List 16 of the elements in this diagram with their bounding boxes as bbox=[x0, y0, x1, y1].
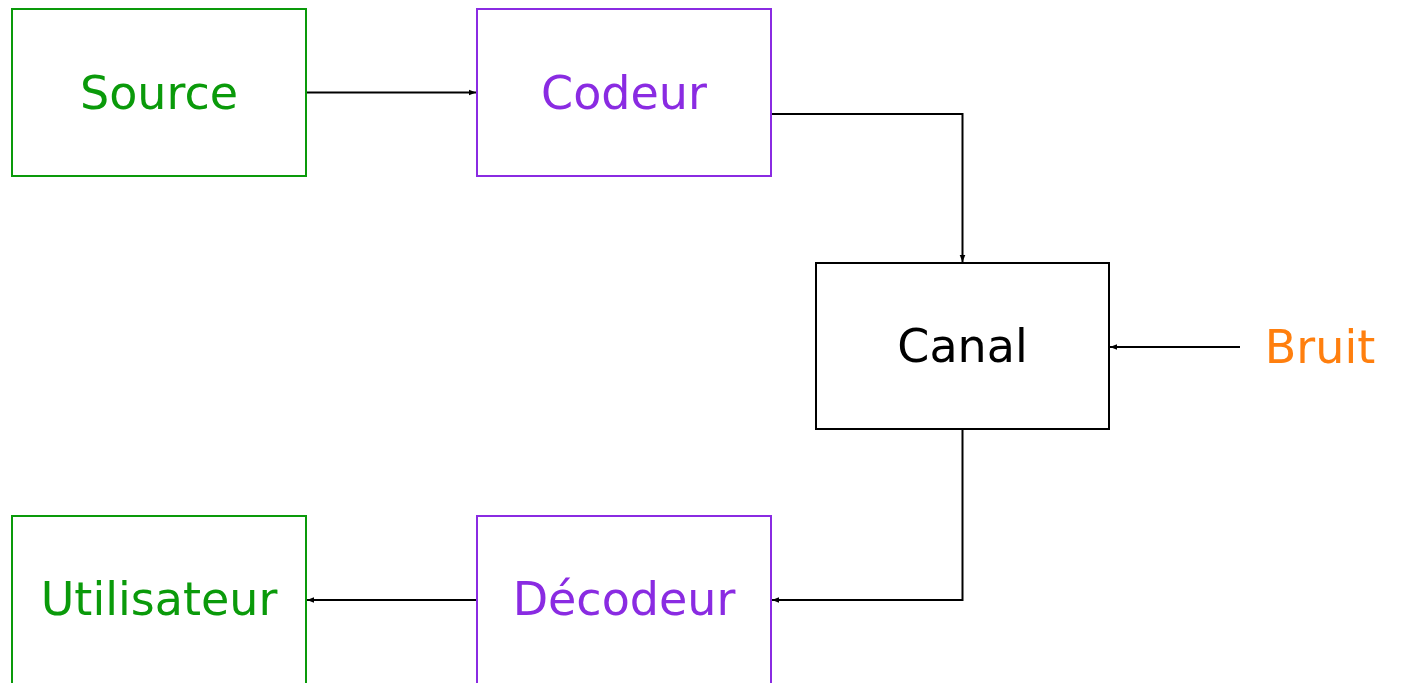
box-label: Décodeur bbox=[512, 572, 736, 626]
process-box bbox=[476, 515, 772, 683]
arrow bbox=[771, 113, 966, 263]
process-box bbox=[11, 8, 307, 177]
process-box bbox=[815, 262, 1110, 430]
box-label: Utilisateur bbox=[40, 572, 278, 626]
box-label: Canal bbox=[897, 319, 1028, 373]
box-label: Source bbox=[80, 65, 238, 120]
arrow bbox=[306, 597, 477, 603]
arrow bbox=[771, 429, 964, 603]
box-label: Codeur bbox=[541, 65, 707, 120]
arrow bbox=[1109, 344, 1241, 350]
input-label: Bruit bbox=[1240, 317, 1400, 377]
process-box bbox=[476, 8, 772, 177]
arrow bbox=[306, 89, 477, 96]
process-box bbox=[11, 515, 307, 683]
